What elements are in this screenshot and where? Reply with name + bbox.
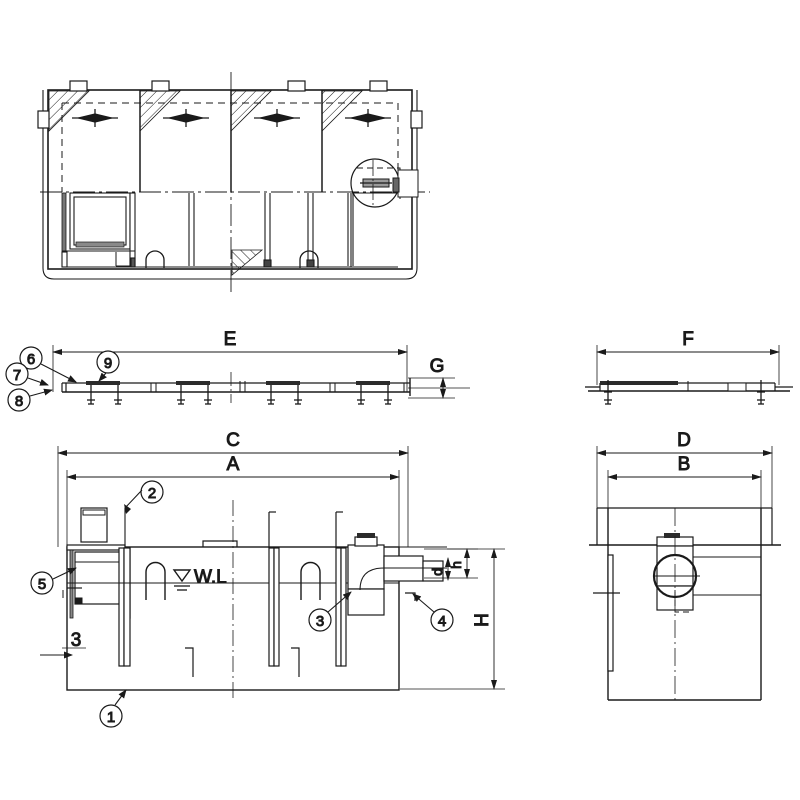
dimension-label-h: h — [448, 561, 464, 569]
dimension-label-D: D — [677, 430, 691, 451]
callout-4-balloon — [430, 608, 454, 632]
end-top-elev-profile — [585, 380, 793, 405]
callout-9-balloon — [96, 350, 120, 374]
dimension-A: A — [66, 454, 400, 547]
dimension-three: 3 — [40, 630, 86, 659]
plan-lug-top-1 — [69, 80, 88, 92]
manhole-symbol-3 — [254, 109, 300, 127]
plan-view — [37, 72, 430, 292]
section-floor-ticks — [185, 647, 300, 677]
callout-3-label: 3 — [316, 613, 324, 630]
dimension-label-F: F — [682, 329, 694, 350]
dimension-d: d — [429, 557, 451, 581]
callout-6-balloon — [19, 346, 43, 370]
callouts-section: 2 5 3 4 1 — [30, 480, 454, 728]
section-outlet-assembly — [347, 533, 447, 616]
dimension-label-B: B — [678, 454, 691, 475]
callout-3-balloon — [308, 608, 332, 632]
end-section-pipe-detail — [652, 508, 761, 700]
plan-lug-left — [37, 110, 50, 129]
dimension-label-A: A — [227, 454, 240, 475]
water-level-label: W.L — [194, 567, 227, 588]
manhole-symbol-1 — [72, 109, 118, 127]
callouts-top-elevation: 6 7 8 9 — [5, 346, 120, 412]
dimension-F: F — [596, 329, 780, 385]
top-elevation-view: E G — [5, 329, 470, 412]
dimension-label-E: E — [224, 329, 237, 350]
dimension-G: G — [408, 356, 455, 399]
plan-lug-right — [410, 110, 423, 129]
callout-1-label: 1 — [107, 709, 115, 726]
plan-hatch-5 — [231, 249, 264, 276]
dimension-label-H: H — [472, 613, 493, 627]
plan-lower-dividers — [188, 193, 354, 268]
plan-lug-top-2 — [151, 80, 170, 92]
callout-4-label: 4 — [438, 613, 446, 630]
plan-u-fitting-2 — [299, 250, 319, 268]
dimension-label-d: d — [429, 568, 445, 576]
dimension-label-3: 3 — [71, 630, 82, 651]
top-elev-lid-profile — [61, 372, 470, 405]
plan-lug-top-3 — [287, 80, 306, 92]
callout-9-label: 9 — [104, 355, 112, 372]
top-elev-anchor-bolts — [87, 385, 392, 405]
callout-2-label: 2 — [148, 485, 156, 502]
end-top-elev-anchor-bolts — [604, 380, 765, 405]
end-top-elevation-view: F — [585, 329, 793, 405]
manhole-symbol-4 — [345, 109, 391, 127]
manhole-symbol-2 — [163, 109, 209, 127]
plan-outer-slab — [42, 90, 418, 280]
section-u-baffle-1 — [145, 561, 166, 600]
plan-lug-top-4 — [369, 80, 388, 92]
dimension-H: H — [400, 548, 505, 690]
plan-outlet-detail — [350, 158, 419, 208]
end-section-view: D B — [589, 430, 781, 701]
callout-2-balloon — [140, 480, 164, 504]
callout-8-balloon — [7, 388, 31, 412]
callout-5-label: 5 — [38, 576, 46, 593]
dimension-label-G: G — [430, 356, 445, 377]
dimension-D: D — [596, 430, 773, 545]
longitudinal-section-view: C A — [30, 430, 505, 728]
dimension-label-C: C — [226, 430, 240, 451]
plan-manhole-symbols — [72, 109, 391, 127]
callout-5-balloon — [30, 571, 54, 595]
section-u-baffle-2 — [300, 561, 321, 600]
dimension-C: C — [57, 430, 409, 547]
plan-u-fitting-1 — [145, 250, 165, 268]
callout-7-label: 7 — [13, 367, 21, 384]
plan-left-chamber-assembly — [61, 192, 136, 268]
section-inlet-assembly — [62, 507, 131, 667]
callout-6-label: 6 — [27, 351, 35, 368]
callout-8-label: 8 — [15, 393, 23, 410]
callout-7-balloon — [5, 362, 29, 386]
callout-1-balloon — [99, 704, 123, 728]
section-partition-plates — [202, 511, 347, 667]
water-level-symbol: W.L — [172, 567, 227, 591]
